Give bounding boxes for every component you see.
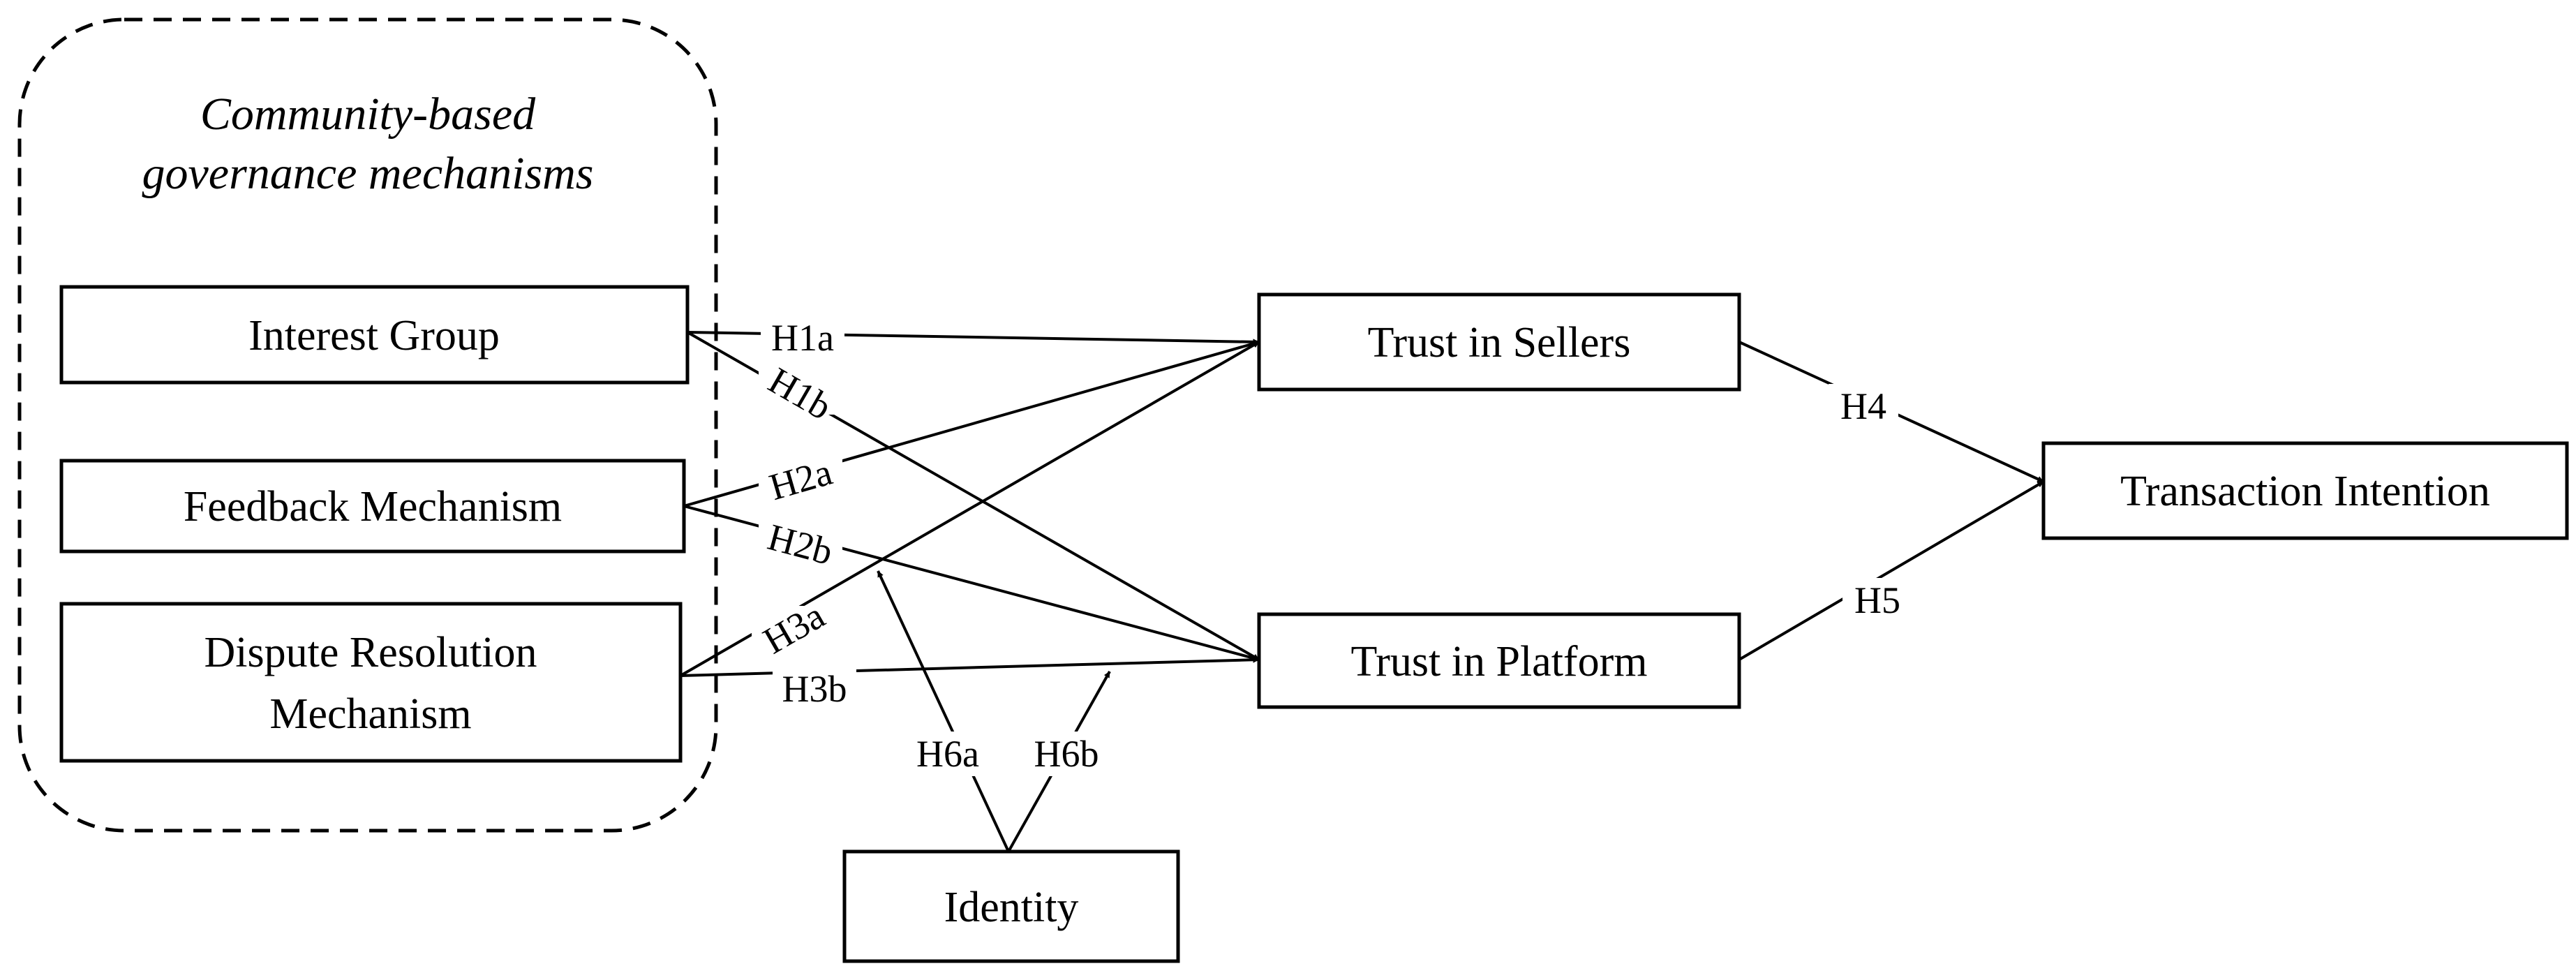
edge-h3b	[680, 656, 1260, 677]
node-identity: Identity	[842, 849, 1180, 963]
group-title-line1: Community-based	[200, 89, 536, 140]
node-dispute-resolution: Dispute Resolution Mechanism	[59, 602, 683, 763]
label-h1b: H1b	[761, 359, 839, 428]
node-identity-label: Identity	[944, 884, 1079, 931]
label-h3b: H3b	[782, 668, 847, 710]
node-transaction-intention-label: Transaction Intention	[2120, 468, 2490, 515]
label-h3a: H3a	[757, 594, 832, 662]
label-h6a: H6a	[916, 733, 979, 775]
node-interest-group-label: Interest Group	[248, 312, 500, 359]
governance-mechanisms-group	[17, 17, 718, 833]
node-trust-in-sellers: Trust in Sellers	[1257, 292, 1741, 392]
node-feedback-mechanism: Feedback Mechanism	[59, 459, 686, 554]
label-h1a: H1a	[771, 317, 834, 359]
node-transaction-intention: Transaction Intention	[2041, 441, 2569, 540]
node-trust-in-platform-label: Trust in Platform	[1351, 638, 1648, 685]
node-trust-in-platform: Trust in Platform	[1257, 612, 1741, 709]
edge-h5	[1738, 480, 2045, 661]
node-dispute-resolution-label-line2: Mechanism	[269, 690, 471, 738]
group-title-line2: governance mechanisms	[142, 148, 594, 199]
node-interest-group: Interest Group	[59, 285, 690, 385]
edge-h6a	[877, 570, 1010, 852]
label-backgrounds	[752, 315, 1912, 776]
node-dispute-resolution-label-line1: Dispute Resolution	[204, 629, 537, 676]
label-h4: H4	[1840, 385, 1886, 427]
node-feedback-mechanism-label: Feedback Mechanism	[184, 483, 562, 530]
label-h6b: H6b	[1034, 733, 1099, 775]
node-trust-in-sellers-label: Trust in Sellers	[1368, 319, 1631, 366]
label-h5: H5	[1854, 579, 1900, 621]
